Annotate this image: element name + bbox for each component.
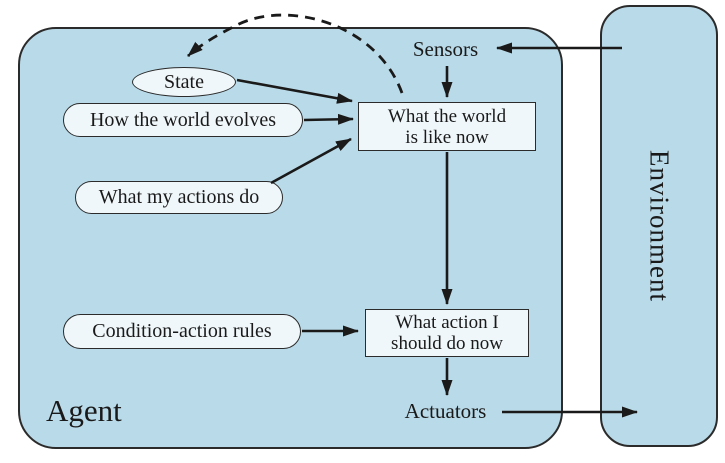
- how-the-world-evolves-label: How the world evolves: [89, 108, 277, 131]
- actuators-label: Actuators: [404, 399, 487, 423]
- agent-panel: [18, 27, 563, 449]
- what-action-i-should-do-now-box: What action I should do now: [365, 309, 529, 357]
- agent-label: Agent: [46, 393, 122, 428]
- state-oval: State: [132, 67, 236, 97]
- what-my-actions-do-oval: What my actions do: [75, 181, 283, 214]
- condition-action-rules-oval: Condition-action rules: [63, 314, 301, 349]
- what-action-i-should-do-now-label: What action I should do now: [391, 312, 503, 354]
- environment-panel: Environment: [600, 5, 718, 447]
- what-the-world-is-like-now-box: What the world is like now: [358, 102, 536, 151]
- environment-label: Environment: [644, 150, 675, 302]
- state-label: State: [164, 70, 204, 93]
- what-the-world-is-like-now-label: What the world is like now: [387, 105, 507, 148]
- condition-action-rules-label: Condition-action rules: [92, 320, 272, 342]
- how-the-world-evolves-oval: How the world evolves: [63, 103, 303, 137]
- sensors-label: Sensors: [412, 37, 479, 61]
- what-my-actions-do-label: What my actions do: [98, 186, 260, 208]
